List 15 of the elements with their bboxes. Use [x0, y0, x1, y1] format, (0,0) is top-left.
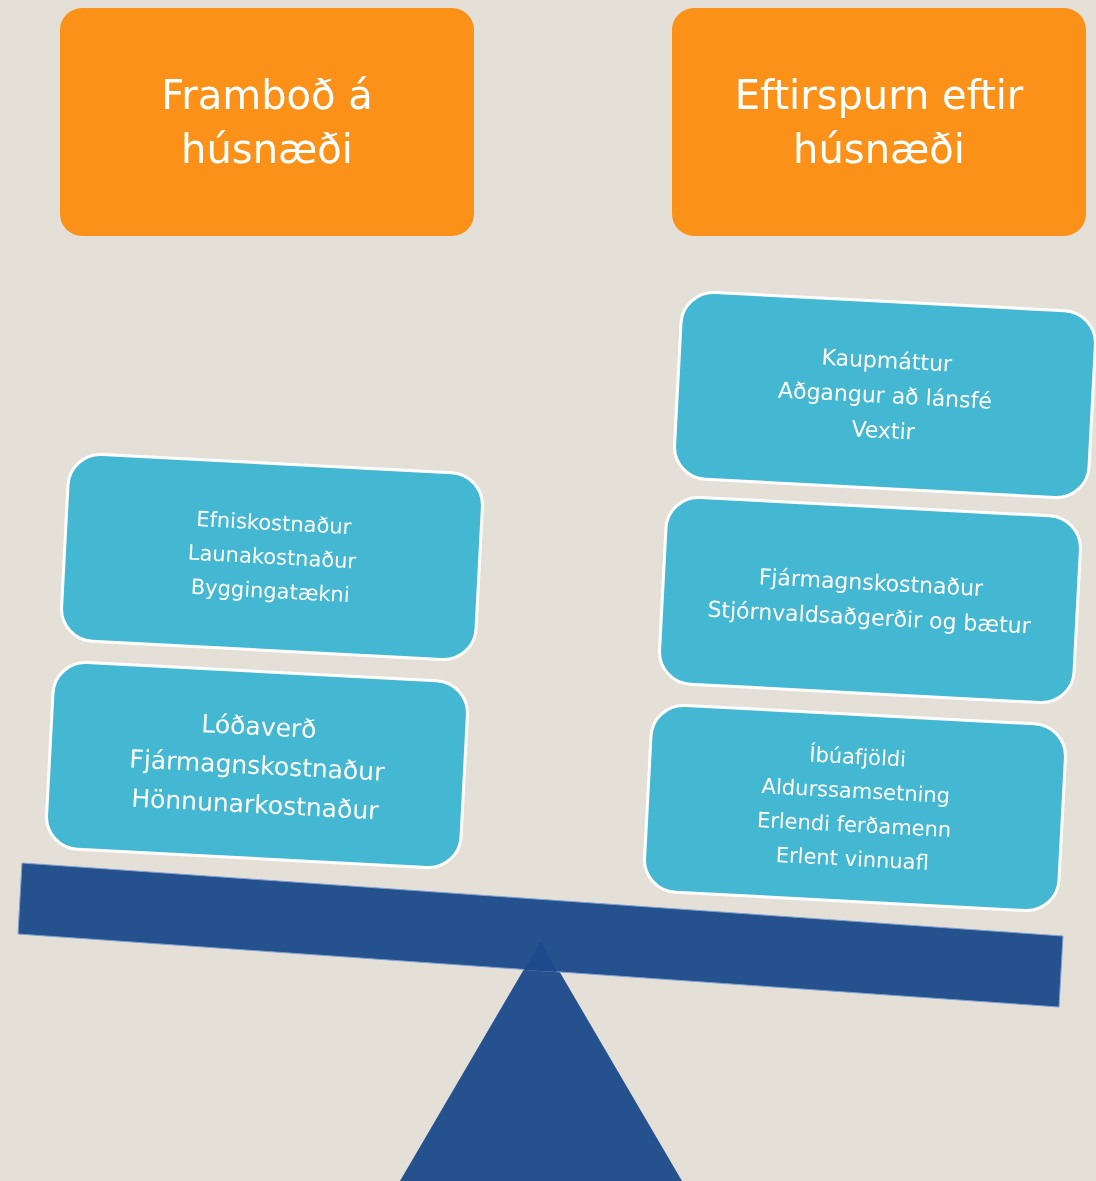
factor-text: Aldurssamsetning [761, 774, 951, 808]
factor-text: Íbúafjöldi [808, 742, 907, 772]
factor-text: Vextir [850, 415, 916, 445]
factor-text: Efniskostnaður [195, 507, 352, 540]
factor-text: Byggingatækni [190, 574, 351, 608]
factor-text: Erlendi ferðamenn [756, 807, 952, 843]
factor-text: Launakostnaður [187, 540, 357, 574]
heading-text: Eftirspurn eftir húsnæði [733, 71, 1025, 174]
factor-text: Kaupmáttur [820, 344, 953, 376]
factor-text: Lóðaverð [200, 708, 318, 744]
heading-text: Framboð á húsnæði [160, 71, 374, 174]
factor-text: Erlent vinnuafl [775, 842, 930, 875]
factor-text: Aðgangur að lánsfé [777, 376, 993, 414]
heading-box [60, 8, 474, 236]
heading-box [672, 8, 1086, 236]
